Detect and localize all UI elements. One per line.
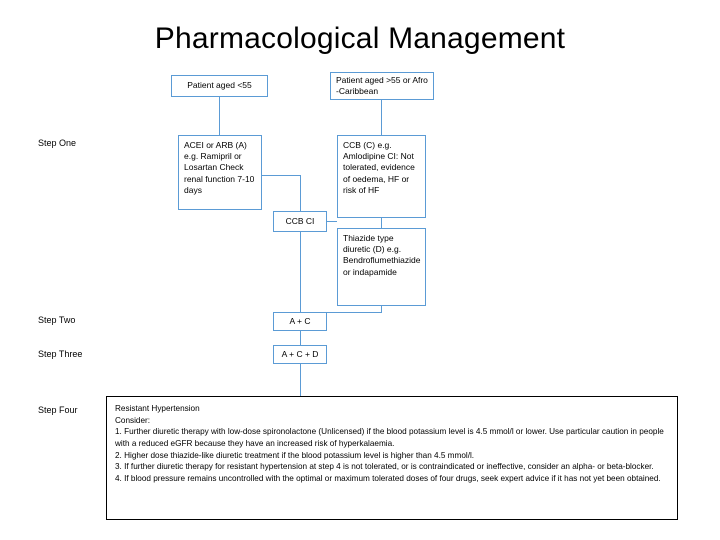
- connector-thiazide-down: [381, 306, 382, 312]
- connector-to-resistant-box: [300, 364, 301, 396]
- connector-ccb-to-thiazide: [381, 218, 382, 228]
- connector-a-plus-c-to-a-plus-c-plus-d: [300, 331, 301, 345]
- resistant-heading: Resistant Hypertension: [115, 404, 200, 413]
- ccb-ci-box: CCB CI: [273, 211, 327, 232]
- header-box-left: Patient aged <55: [171, 75, 268, 97]
- resistant-item-4: 4. If blood pressure remains uncontrolle…: [115, 473, 661, 483]
- connector-left-header-to-acei: [219, 97, 220, 135]
- connector-down-to-a-plus-c: [300, 232, 301, 312]
- connector-right-header-to-ccb: [381, 100, 382, 135]
- a-plus-c-plus-d-box: A + C + D: [273, 345, 327, 364]
- resistant-item-3: 3. If further diuretic therapy for resis…: [115, 462, 654, 472]
- page-title: Pharmacological Management: [154, 22, 566, 55]
- step-four-label: Step Four: [38, 405, 78, 415]
- resistant-consider: Consider:: [115, 415, 151, 425]
- connector-acei-to-ccbci-vertical: [300, 175, 301, 211]
- step-two-label: Step Two: [38, 315, 76, 325]
- connector-thiazide-to-a-plus-c: [300, 312, 382, 313]
- connector-acei-to-ccbci-horizontal: [262, 175, 301, 176]
- resistant-item-2: 2. Higher dose thiazide-like diuretic tr…: [115, 450, 475, 460]
- step-one-label: Step One: [38, 138, 77, 148]
- header-box-right: Patient aged >55 or Afro -Caribbean: [330, 72, 434, 100]
- resistant-item-1: 1. Further diuretic therapy with low-dos…: [115, 427, 664, 448]
- acei-arb-box: ACEI or ARB (A) e.g. Ramipril or Losarta…: [178, 135, 262, 210]
- step-three-label: Step Three: [38, 349, 83, 359]
- connector-ccbci-to-thiazide: [327, 221, 337, 222]
- thiazide-box: Thiazide type diuretic (D) e.g. Bendrofl…: [337, 228, 426, 306]
- ccb-box: CCB (C) e.g. Amlodipine CI: Not tolerate…: [337, 135, 426, 218]
- resistant-hypertension-box: Resistant Hypertension Consider: 1. Furt…: [106, 396, 678, 520]
- a-plus-c-box: A + C: [273, 312, 327, 331]
